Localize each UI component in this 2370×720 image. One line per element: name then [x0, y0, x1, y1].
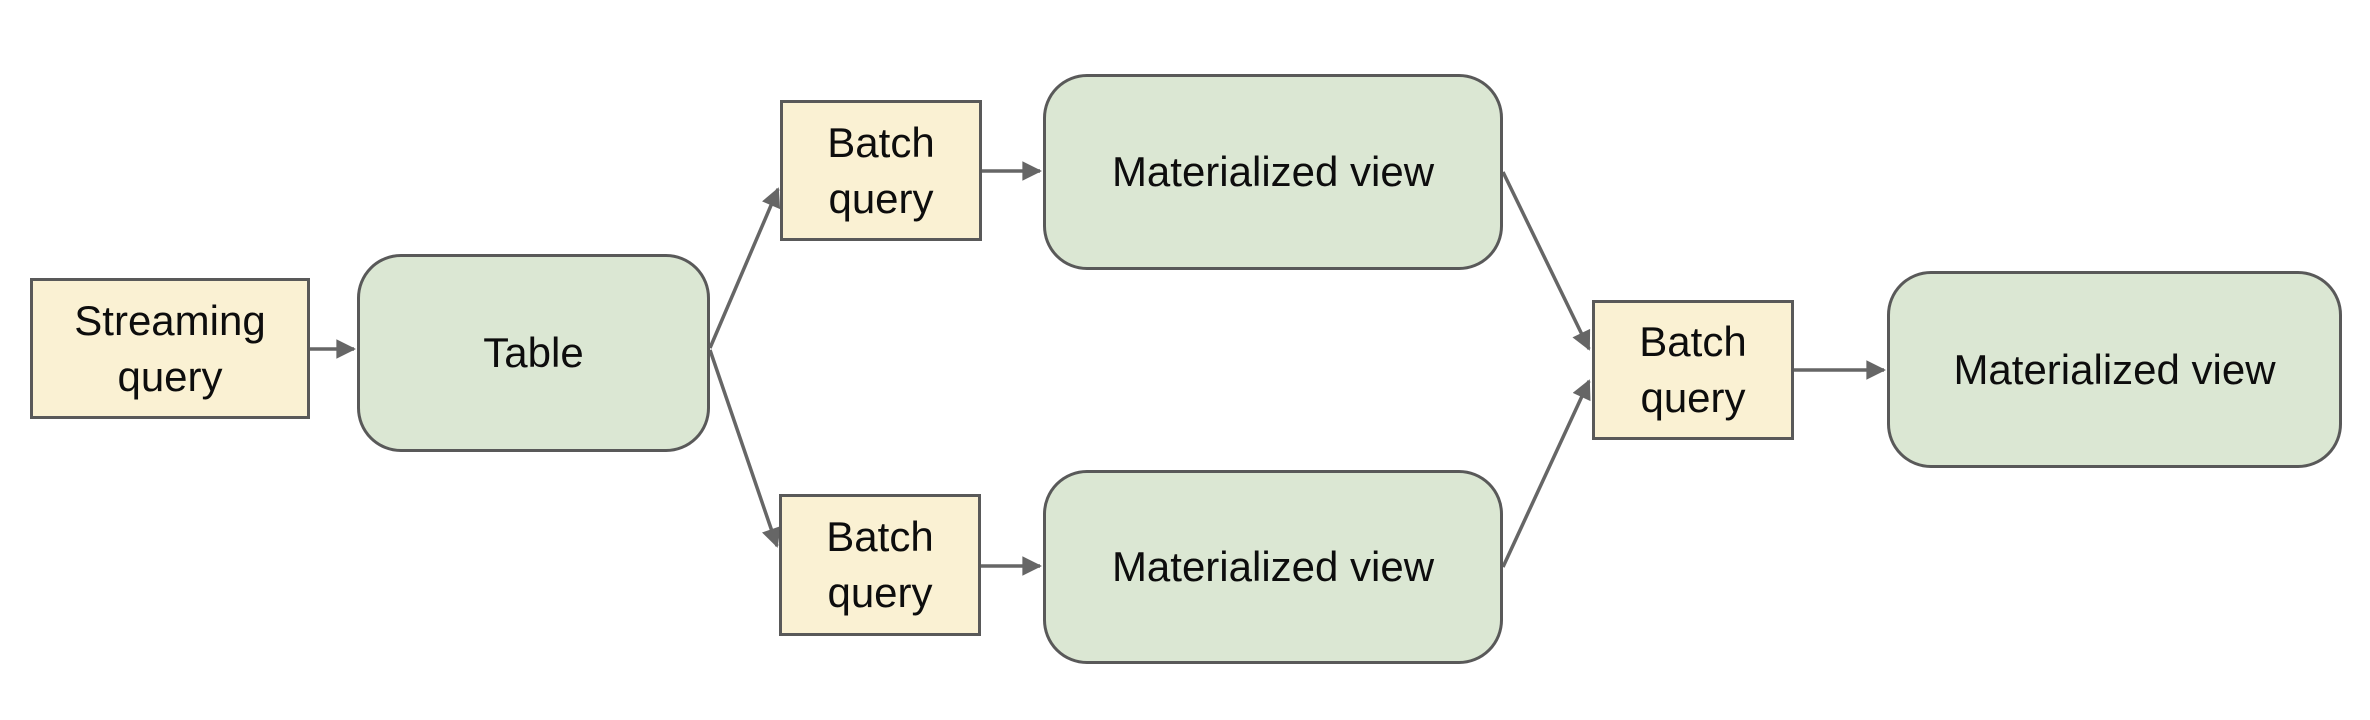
edge-table-to-batch-query-bottom: [708, 349, 781, 548]
node-table-label: Table: [483, 329, 584, 376]
node-materialized-view-final: Materialized view: [1887, 271, 2342, 468]
node-streaming-query-label: Streaming query: [74, 296, 266, 400]
node-batch-query-merge-label: Batch query: [1639, 318, 1747, 421]
edge-mv-top-to-batch-query-merge: [1501, 171, 1591, 351]
node-batch-query-top-label: Batch query: [827, 118, 935, 222]
edge-table-to-batch-query-top: [708, 187, 781, 349]
node-materialized-view-final-label: Materialized view: [1953, 345, 2276, 393]
node-table: Table: [357, 254, 710, 452]
node-batch-query-bottom: Batch query: [779, 494, 981, 636]
edge-mv-bottom-to-batch-query-merge: [1501, 379, 1591, 568]
node-streaming-query: Streaming query: [30, 278, 310, 419]
node-batch-query-top: Batch query: [780, 100, 982, 241]
node-materialized-view-bottom: Materialized view: [1043, 470, 1503, 664]
node-materialized-view-top: Materialized view: [1043, 74, 1503, 270]
node-batch-query-bottom-label: Batch query: [826, 513, 934, 616]
node-batch-query-merge: Batch query: [1592, 300, 1794, 440]
node-materialized-view-bottom-label: Materialized view: [1111, 543, 1435, 590]
node-materialized-view-top-label: Materialized view: [1111, 148, 1435, 195]
